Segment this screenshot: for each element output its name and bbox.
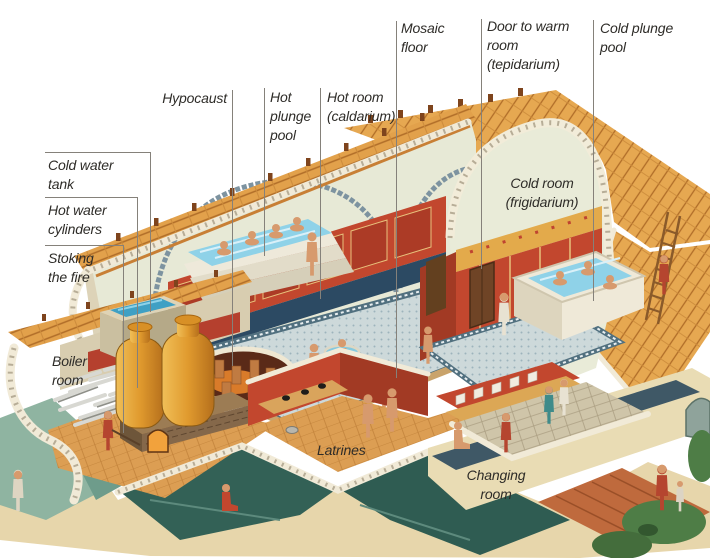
latrine-bench bbox=[258, 380, 348, 414]
ladder bbox=[644, 211, 682, 325]
line-stoking-h bbox=[45, 245, 124, 246]
label-cold-plunge-pool: Cold plunge pool bbox=[600, 20, 674, 55]
line-hot-water-cylinders-h bbox=[45, 197, 138, 198]
wall-niches bbox=[455, 370, 538, 406]
cold-plunge-pool bbox=[511, 250, 647, 340]
label-door-to-warm-room: Door to warm room (tepidarium) bbox=[487, 18, 570, 72]
label-cold-room: Cold room (frigidarium) bbox=[505, 175, 579, 210]
label-hypocaust: Hypocaust bbox=[162, 90, 227, 106]
label-mosaic-floor: Mosaic floor bbox=[401, 20, 445, 55]
line-stoking-v bbox=[123, 245, 124, 433]
label-hot-water-cylinders: Hot water cylinders bbox=[48, 202, 107, 237]
latrines-floor bbox=[256, 396, 516, 472]
door-left bbox=[426, 254, 446, 316]
label-hot-plunge-pool: Hot plunge pool bbox=[270, 89, 312, 143]
boiler-room bbox=[5, 270, 275, 505]
bucket bbox=[285, 426, 299, 434]
label-changing-room: Changing room bbox=[466, 467, 526, 502]
label-cold-water-tank: Cold water tank bbox=[48, 157, 114, 192]
label-boiler-room: Boiler room bbox=[52, 353, 87, 388]
label-latrines: Latrines bbox=[317, 442, 366, 458]
foreground bbox=[12, 430, 710, 558]
label-hot-room: Hot room (caldarium) bbox=[327, 89, 396, 124]
line-cold-water-tank-v bbox=[150, 152, 151, 312]
latrines bbox=[114, 347, 516, 496]
hot-water-cylinders bbox=[115, 314, 215, 429]
line-hot-room bbox=[320, 88, 321, 299]
changing-room bbox=[436, 362, 651, 462]
line-cold-plunge-pool bbox=[593, 20, 594, 301]
ridge-tiles bbox=[368, 88, 523, 123]
line-door-to-warm-room bbox=[481, 19, 482, 269]
hall-roof bbox=[74, 104, 476, 271]
label-stoking-the-fire: Stoking the fire bbox=[48, 250, 94, 285]
line-mosaic-floor bbox=[396, 21, 397, 378]
line-cold-water-tank-h bbox=[45, 152, 151, 153]
line-hypocaust bbox=[232, 90, 233, 366]
line-hot-plunge-pool bbox=[264, 88, 265, 256]
line-hot-water-cylinders-v bbox=[137, 197, 138, 388]
cold-room-frigidarium bbox=[418, 118, 647, 399]
furnace-mouth bbox=[147, 429, 169, 453]
